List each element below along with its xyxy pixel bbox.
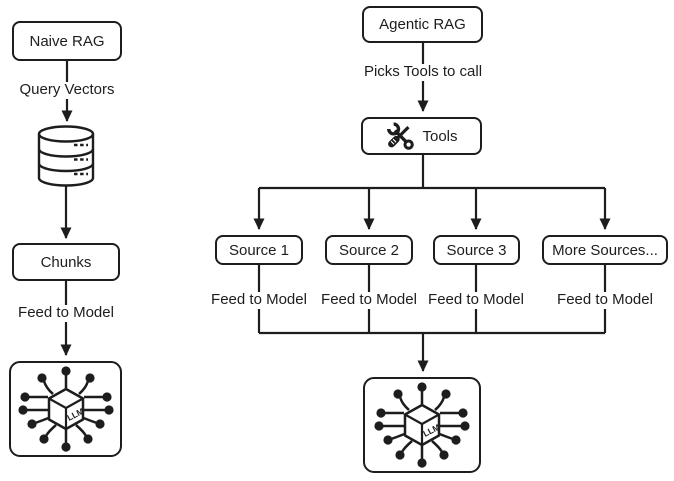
feed-to-model-left-edge-label: Feed to Model	[14, 304, 118, 322]
database-icon	[37, 125, 95, 192]
feed-to-model-edge-label-2: Feed to Model	[317, 291, 421, 309]
llm-cube-network-icon: LLM	[17, 366, 114, 452]
wrench-screwdriver-icon	[387, 122, 415, 150]
source-2-label: Source 2	[338, 241, 400, 259]
agentic-rag-label: Agentic RAG	[379, 16, 466, 33]
naive-rag-box: Naive RAG	[12, 21, 122, 61]
source-2-box: Source 2	[325, 235, 413, 265]
source-3-box: Source 3	[433, 235, 520, 265]
llm-box-left: LLM	[9, 361, 122, 457]
feed-to-model-edge-label-3: Feed to Model	[424, 291, 528, 309]
feed-to-model-edge-label-4: Feed to Model	[553, 291, 657, 309]
source-1-label: Source 1	[228, 241, 290, 259]
llm-cube-network-icon: LLM	[374, 382, 470, 468]
more-sources-label: More Sources...	[552, 241, 658, 259]
chunks-label: Chunks	[40, 253, 92, 271]
source-3-label: Source 3	[446, 241, 507, 259]
source-1-box: Source 1	[215, 235, 303, 265]
llm-box-right: LLM	[363, 377, 481, 473]
feed-to-model-edge-label-1: Feed to Model	[207, 291, 311, 309]
tools-box: Tools	[361, 117, 482, 155]
query-vectors-edge-label: Query Vectors	[15, 81, 119, 99]
chunks-box: Chunks	[12, 243, 120, 281]
picks-tools-edge-label: Picks Tools to call	[359, 63, 487, 81]
more-sources-box: More Sources...	[542, 235, 668, 265]
agentic-rag-box: Agentic RAG	[362, 6, 483, 43]
tools-label: Tools	[422, 127, 458, 145]
naive-rag-label: Naive RAG	[29, 32, 105, 50]
